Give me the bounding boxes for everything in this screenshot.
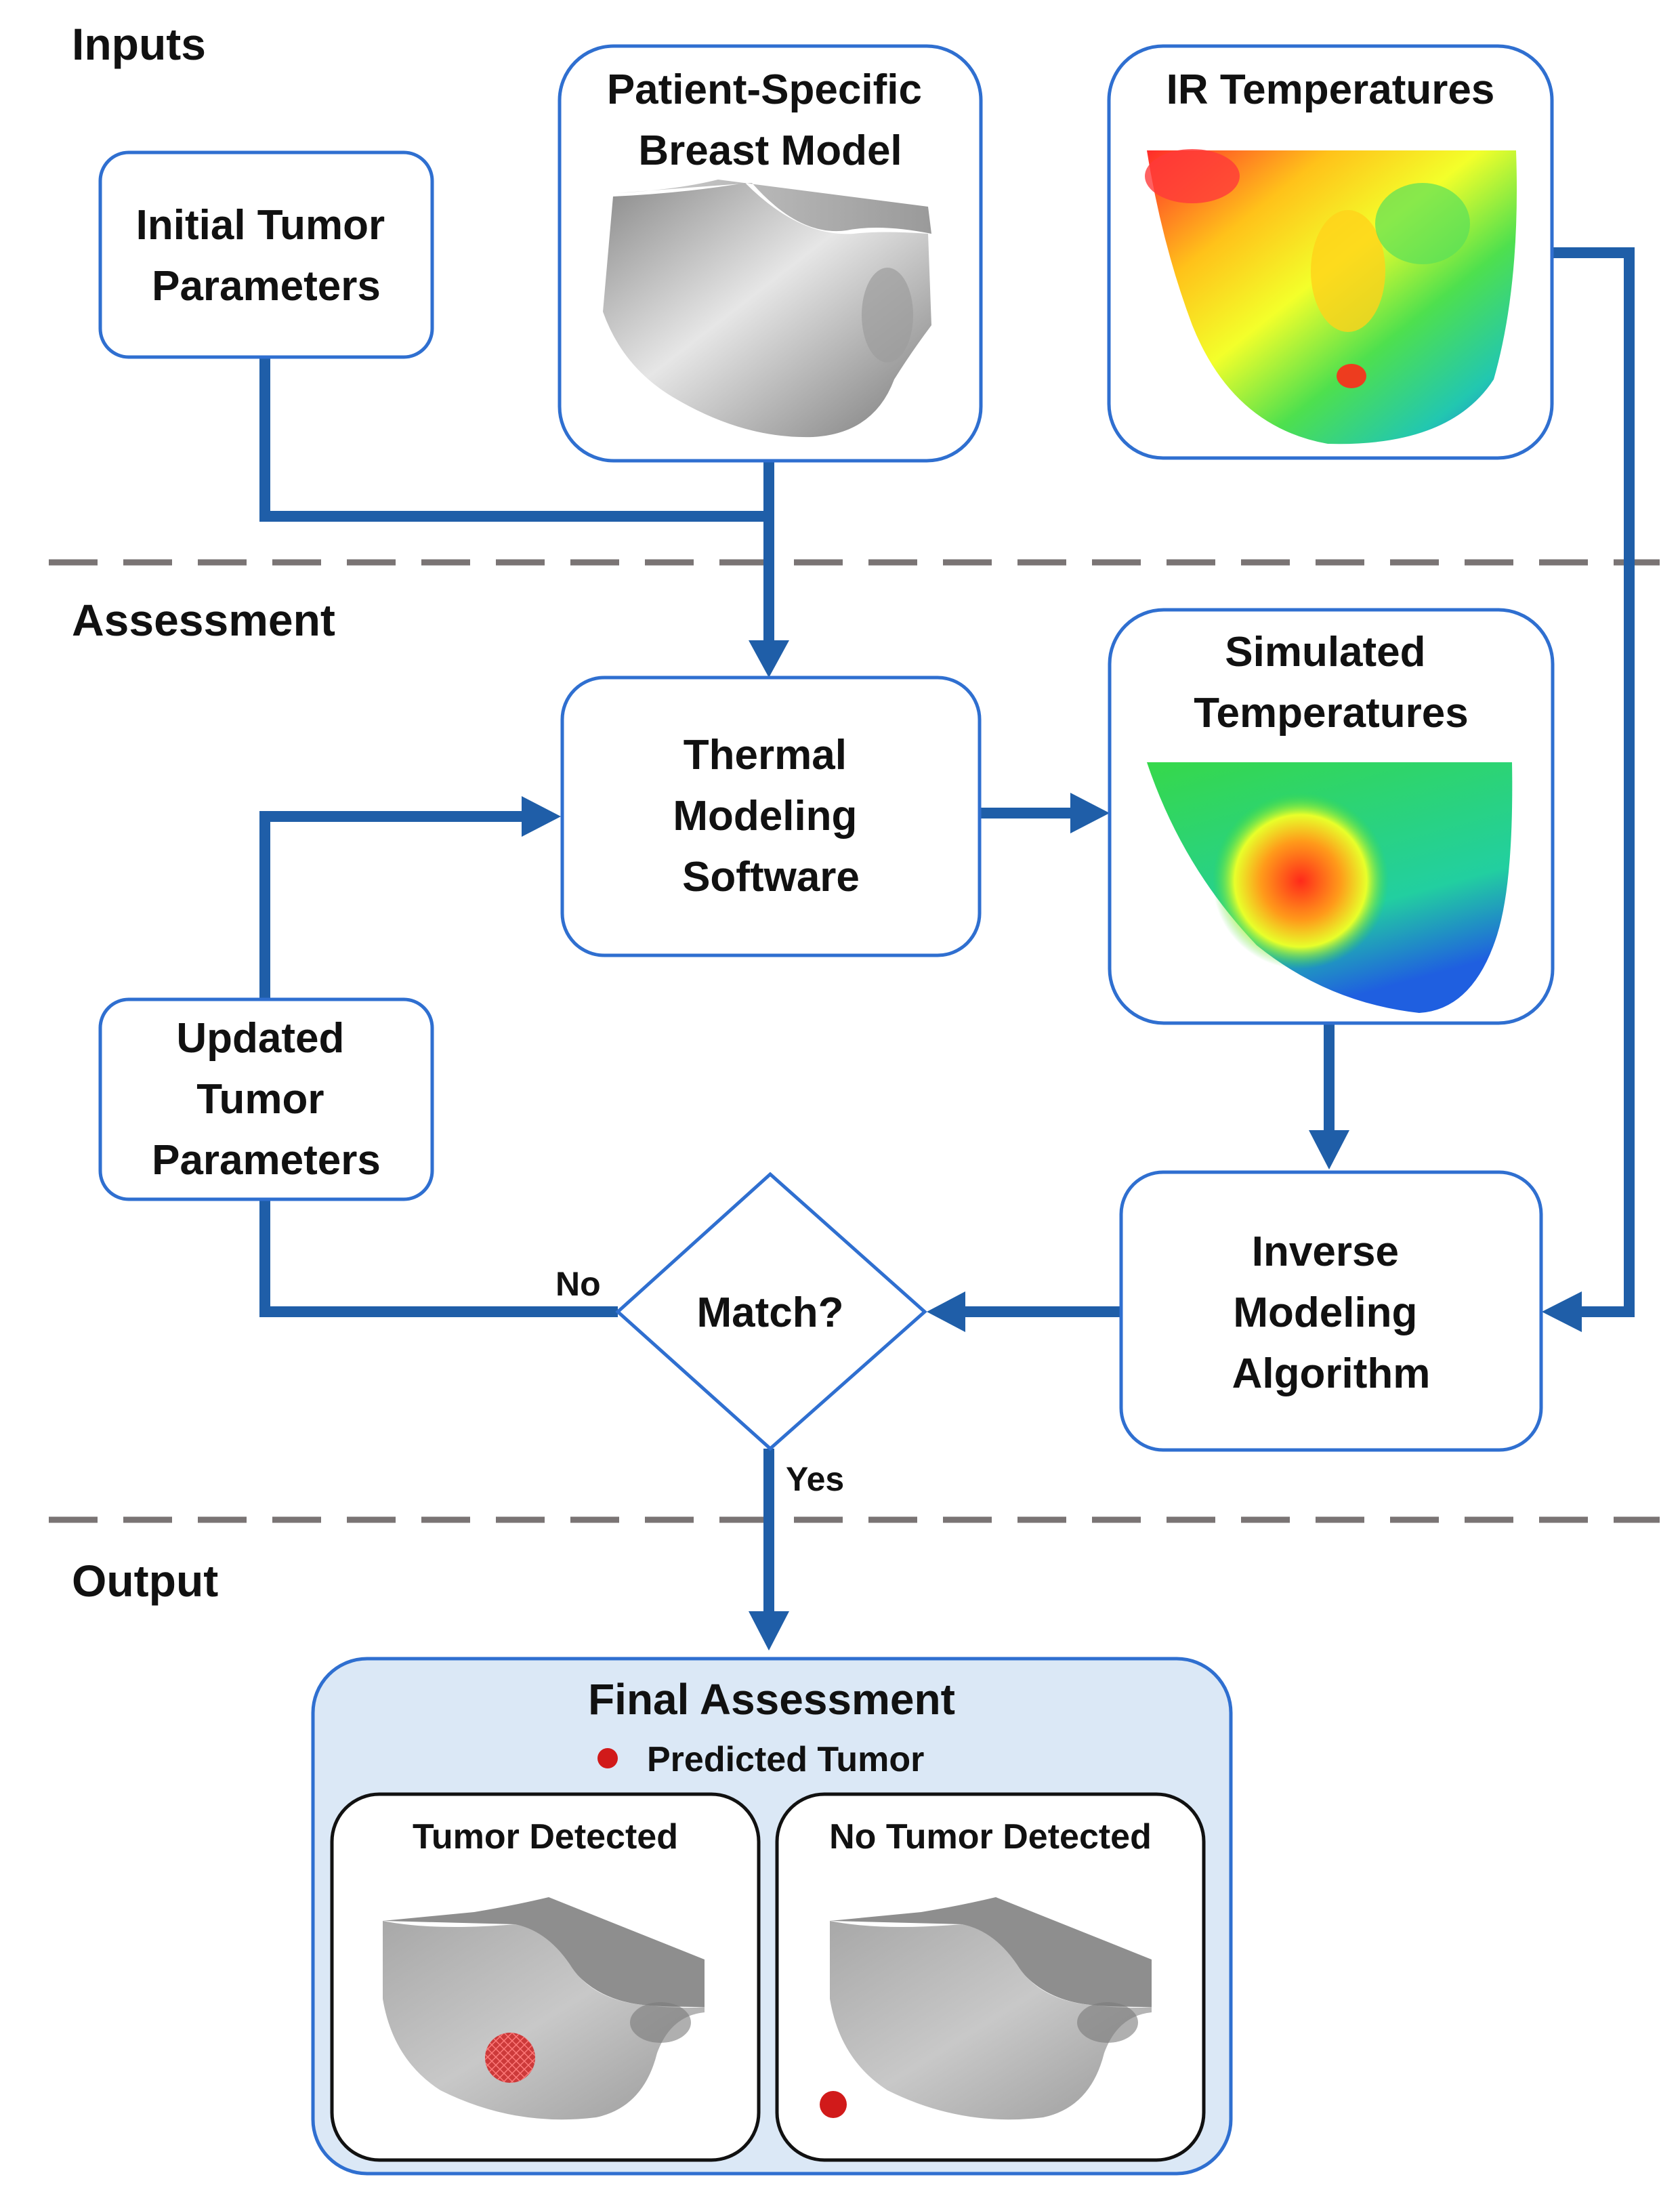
edge-label-no: No [555, 1265, 601, 1303]
arrowhead-final [749, 1611, 789, 1651]
node-breast-model-line-2: Breast Model [638, 127, 902, 174]
node-inverse-modeling-line-2: Modeling [1233, 1289, 1417, 1336]
node-simulated-temperatures-line-1: Simulated [1225, 629, 1425, 676]
node-inverse-modeling-algorithm: Inverse Modeling Algorithm [1119, 1170, 1543, 1452]
node-ir-temperatures: IR Temperatures [1107, 44, 1554, 460]
node-thermal-modeling-box [560, 676, 982, 957]
arrowhead-match [927, 1291, 965, 1332]
node-thermal-modeling-line-1: Thermal [684, 732, 847, 779]
node-initial-tumor-parameters: Initial Tumor Parameters [98, 150, 434, 359]
panel-no-tumor-detected: No Tumor Detected [775, 1792, 1206, 2162]
section-title-output: Output [72, 1556, 218, 1606]
breast-render-tumor [383, 1897, 705, 2120]
node-simulated-temperatures-line-2: Temperatures [1194, 690, 1468, 737]
node-match-decision: Match? [615, 1171, 927, 1451]
svg-text:Updated Tumor Para: Updated Tumor Parameters [152, 1015, 381, 1184]
arrowhead-inverse-top [1309, 1130, 1349, 1169]
svg-text:Thermal Modeling S: Thermal Modeling Software [673, 732, 868, 900]
legend-tumor-marker [597, 1748, 618, 1768]
arrowhead-inverse-right [1542, 1291, 1582, 1332]
svg-text:Initial Tumor Parameters: Initial Tumor Parameters [136, 202, 397, 310]
node-updated-tumor-line-2: Tumor [196, 1076, 324, 1123]
section-title-inputs: Inputs [72, 19, 206, 69]
node-updated-tumor-box [98, 997, 434, 1201]
node-inverse-modeling-line-3: Algorithm [1232, 1350, 1431, 1397]
node-match-label: Match? [697, 1289, 844, 1336]
simulated-thermal-image [1147, 762, 1513, 1013]
section-title-assessment: Assessment [72, 595, 335, 645]
node-thermal-modeling-line-3: Software [682, 854, 860, 900]
svg-text:Simulated Temperatures: Simulated Temperatures [1194, 629, 1468, 737]
node-initial-tumor-line-1: Initial Tumor [136, 202, 385, 249]
node-patient-specific-breast-model: Patient-Specific Breast Model [558, 44, 983, 463]
node-initial-tumor-box [98, 150, 434, 359]
node-breast-model-line-1: Patient-Specific [607, 66, 922, 113]
node-inverse-modeling-box [1119, 1170, 1543, 1452]
node-simulated-temperatures: Simulated Temperatures [1108, 608, 1555, 1025]
node-initial-tumor-line-2: Parameters [152, 263, 381, 310]
edge-initial-to-junction [259, 357, 769, 522]
node-match-diamond [615, 1171, 927, 1451]
node-thermal-modeling-line-2: Modeling [673, 793, 857, 839]
node-updated-tumor-line-1: Updated [176, 1015, 344, 1062]
svg-text:Patient-Specific Breast: Patient-Specific Breast Model [607, 66, 933, 174]
panel-tumor-detected: Tumor Detected [330, 1792, 761, 2162]
breast-model-render [603, 180, 931, 438]
final-assessment-title: Final Assessment [588, 1675, 955, 1724]
node-ir-temperatures-label: IR Temperatures [1167, 66, 1495, 113]
node-updated-tumor-parameters: Updated Tumor Parameters [98, 997, 434, 1201]
arrowheads [522, 640, 1582, 1651]
edge-label-yes: Yes [786, 1460, 844, 1498]
arrowhead-thermal [749, 640, 789, 678]
connectors [259, 247, 1635, 1616]
node-updated-tumor-line-3: Parameters [152, 1137, 381, 1184]
legend-predicted-tumor: Predicted Tumor [647, 1740, 924, 1779]
panel-no-tumor-detected-label: No Tumor Detected [829, 1817, 1152, 1857]
edge-ir-to-inverse [1551, 247, 1635, 1317]
breast-render-no-tumor [820, 1897, 1152, 2120]
svg-text:Inverse Modeling A: Inverse Modeling Algorithm [1232, 1228, 1431, 1397]
edge-updated-to-thermal [259, 811, 528, 999]
edge-match-no-to-updated [259, 1199, 618, 1317]
node-thermal-modeling-software: Thermal Modeling Software [560, 676, 982, 957]
ir-thermal-image [1145, 149, 1517, 444]
final-assessment: Final Assessment Predicted Tumor Tumor D… [311, 1657, 1233, 2176]
node-inverse-modeling-line-1: Inverse [1252, 1228, 1399, 1275]
panel-tumor-detected-label: Tumor Detected [413, 1817, 678, 1857]
tumor-marker-outside [820, 2091, 847, 2118]
arrowhead-simulated [1070, 793, 1110, 833]
arrowhead-thermal-left [522, 796, 561, 837]
